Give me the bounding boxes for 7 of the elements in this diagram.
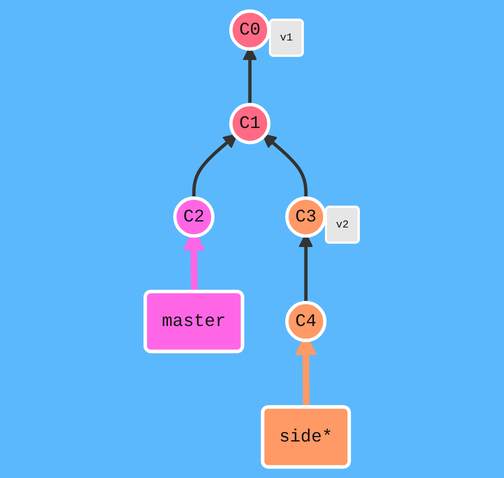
node-circle: C2 [173,196,215,238]
node-circle: C0 [229,9,271,51]
node-circle: C4 [285,300,327,342]
arrow [262,134,308,198]
node-circle: C3 [285,196,327,238]
node-circle: C1 [229,102,271,144]
arrow [192,134,238,198]
